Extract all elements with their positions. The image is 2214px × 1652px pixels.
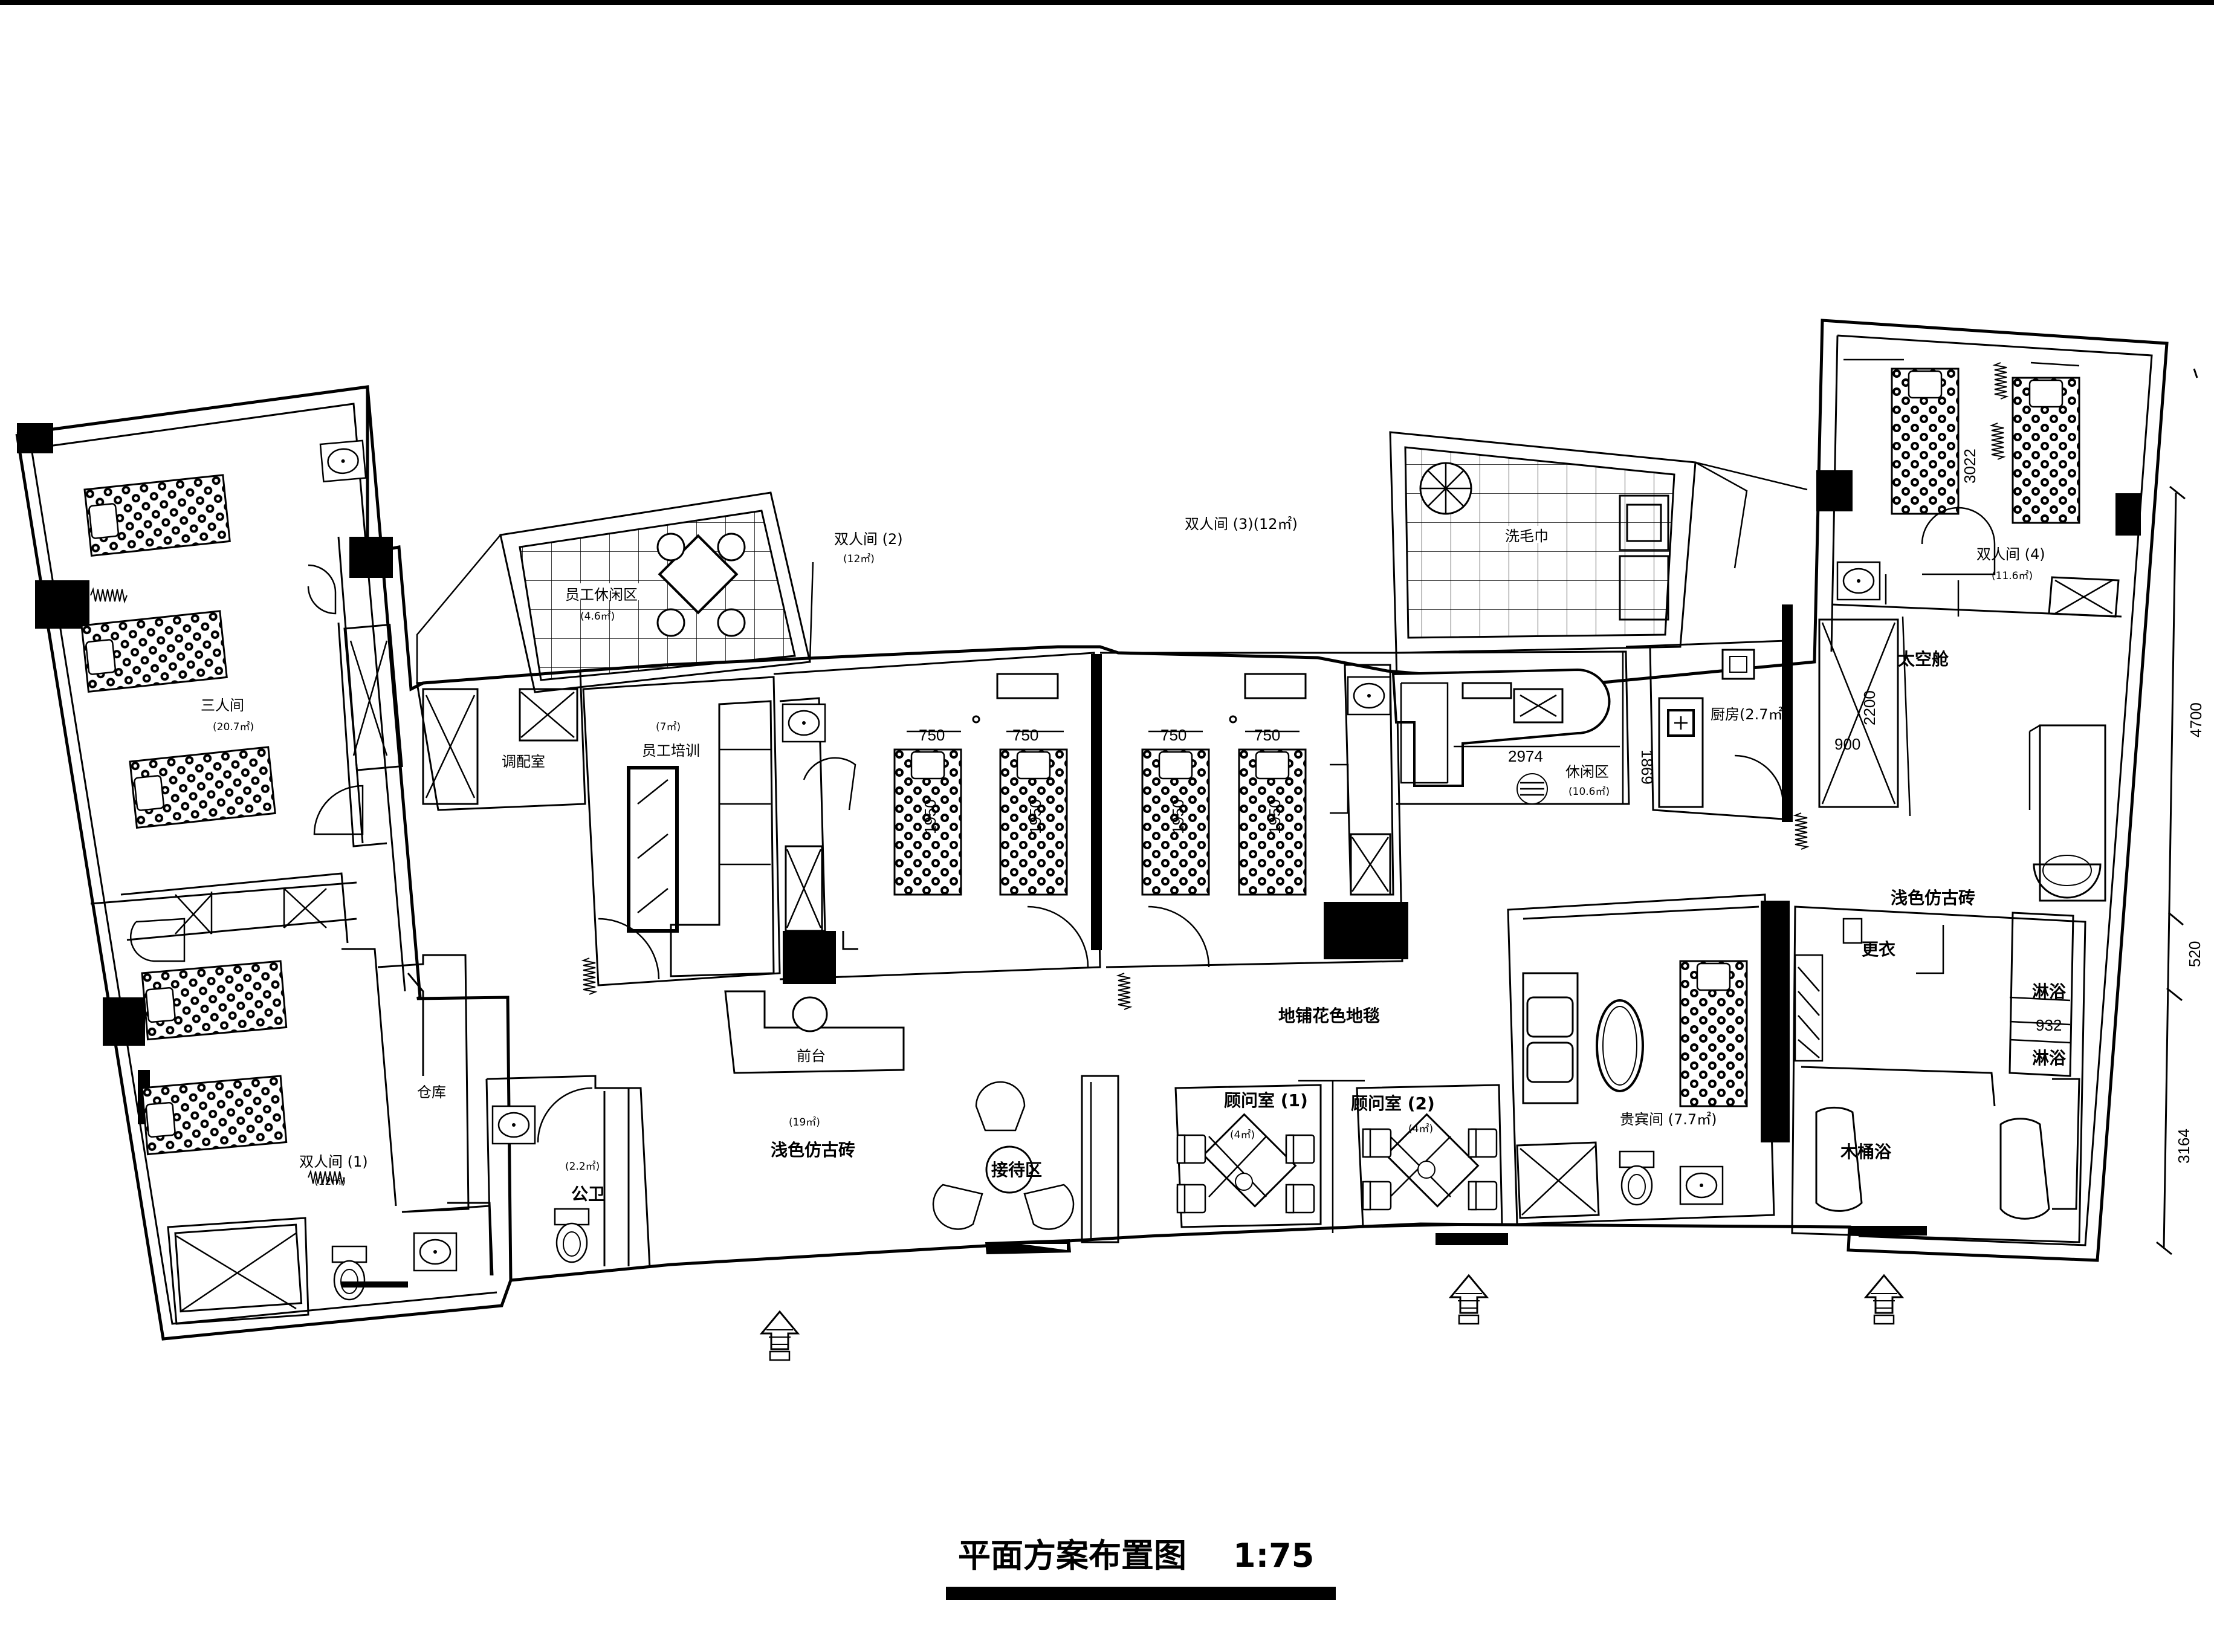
double-room-2: 双人间 (2) (12㎡) 750 750 1950 1950 bbox=[773, 531, 1101, 980]
kitchen: 厨房(2.7㎡) bbox=[1625, 640, 1788, 820]
vip-room-label: 贵宾间 (7.7㎡) bbox=[1620, 1111, 1717, 1128]
drawing-scale: 1:75 bbox=[1233, 1537, 1314, 1575]
towel-washing: 洗毛巾 bbox=[1389, 431, 1808, 654]
double-room-2-area: (12㎡) bbox=[843, 553, 875, 565]
double-room-4: 双人间 (4) (11.6㎡) 3022 bbox=[1831, 358, 2122, 618]
lounge: 2974 1869 休闲区 (10.6㎡) bbox=[1391, 650, 1656, 805]
right-floor-label: 浅色仿古砖 bbox=[1891, 888, 1975, 908]
right-fixtures bbox=[2028, 724, 2106, 902]
staff-lounge: 员工休闲区 (4.6㎡) bbox=[416, 491, 814, 693]
bed-width-3: 750 bbox=[1160, 726, 1186, 744]
carpet-label: 地铺花色地毯 bbox=[1278, 1006, 1380, 1026]
dim-low-right: 3164 bbox=[2175, 1129, 2193, 1164]
mixing-room: 调配室 bbox=[416, 670, 586, 811]
double-room-1: 双人间 (1) (12㎡) bbox=[120, 872, 408, 1325]
space-capsule: 太空舱 2200 900 bbox=[1818, 616, 1949, 817]
reception-label: 接待区 bbox=[991, 1160, 1042, 1180]
wood-bath-label: 木桶浴 bbox=[1840, 1142, 1892, 1162]
capsule-height-dim: 2200 bbox=[1860, 690, 1879, 725]
drawing-title-block: 平面方案布置图 1:75 bbox=[946, 1537, 1336, 1600]
lounge-label: 休闲区 bbox=[1565, 763, 1609, 780]
towel-washing-label: 洗毛巾 bbox=[1505, 528, 1549, 545]
lounge-width-dim: 2974 bbox=[1508, 747, 1543, 765]
dim-total-right: 4700 bbox=[2187, 702, 2205, 737]
page-top-border bbox=[0, 0, 2214, 5]
consult-room-2-area: (4㎡) bbox=[1408, 1123, 1433, 1135]
consult-room-1-area: (4㎡) bbox=[1230, 1129, 1255, 1141]
bed-width-1: 750 bbox=[919, 726, 945, 744]
public-toilet-area: (2.2㎡) bbox=[565, 1161, 600, 1173]
double-room-4-label: 双人间 (4) bbox=[1976, 546, 2045, 563]
triple-room-label: 三人间 bbox=[201, 697, 244, 714]
triple-room: 三人间 (20.7㎡) bbox=[80, 439, 403, 905]
title-underline bbox=[946, 1587, 1336, 1600]
consult-rooms: 顾问室 (1) (4㎡) 顾问室 (2) (4㎡) bbox=[1174, 1084, 1503, 1228]
staff-lounge-area: (4.6㎡) bbox=[580, 611, 615, 623]
lobby: 前台 (19㎡) 浅色仿古砖 接待区 地铺花色地毯 bbox=[583, 812, 1808, 1254]
front-desk-label: 前台 bbox=[797, 1048, 826, 1064]
bed-length-2: 1950 bbox=[1026, 799, 1044, 834]
entrance-arrow-mid bbox=[1449, 1274, 1488, 1325]
capsule-width-dim: 900 bbox=[1834, 735, 1860, 753]
double-room-4-area: (11.6㎡) bbox=[1992, 570, 2033, 582]
entrance-arrow-right bbox=[1865, 1274, 1903, 1325]
warehouse-label: 仓库 bbox=[417, 1084, 446, 1101]
bed-length-4: 1950 bbox=[1266, 799, 1284, 834]
lobby-floor-label: 浅色仿古砖 bbox=[771, 1140, 855, 1160]
bed-width-4: 750 bbox=[1254, 726, 1280, 744]
double-room-3: 双人间 (3)(12㎡) 750 750 1950 1950 bbox=[1100, 516, 1403, 968]
staff-lounge-label: 员工休闲区 bbox=[565, 586, 638, 603]
staff-training: (7㎡) 员工培训 bbox=[582, 676, 781, 986]
bed-width-2: 750 bbox=[1012, 726, 1038, 744]
double-room-1-area: (12㎡) bbox=[314, 1176, 346, 1188]
vip-room: 贵宾间 (7.7㎡) bbox=[1436, 893, 1775, 1245]
double-room-1-label: 双人间 (1) bbox=[299, 1153, 368, 1170]
drawing-title: 平面方案布置图 bbox=[958, 1537, 1186, 1575]
consult-room-1-label: 顾问室 (1) bbox=[1224, 1090, 1308, 1110]
lobby-area: (19㎡) bbox=[789, 1116, 820, 1129]
double-room-3-label: 双人间 (3)(12㎡) bbox=[1185, 516, 1298, 533]
public-toilet: (2.2㎡) 公卫 bbox=[485, 1075, 651, 1276]
public-toilet-label: 公卫 bbox=[571, 1184, 605, 1204]
warehouse: 仓库 bbox=[377, 954, 494, 1276]
kitchen-label: 厨房(2.7㎡) bbox=[1711, 706, 1788, 723]
double-room-2-label: 双人间 (2) bbox=[834, 531, 903, 548]
shower-width-dim: 932 bbox=[2036, 1016, 2062, 1034]
bed-length-3: 1950 bbox=[1169, 799, 1187, 834]
dim-mid-right: 520 bbox=[2186, 941, 2204, 967]
entrance-arrow-left bbox=[760, 1310, 799, 1361]
bath-suite: 更衣 淋浴 淋浴 932 木桶浴 浅色仿古砖 bbox=[1791, 888, 2086, 1243]
bed-length-1: 1950 bbox=[921, 799, 939, 834]
lounge-area: (10.6㎡) bbox=[1568, 786, 1610, 798]
mixing-room-label: 调配室 bbox=[502, 753, 545, 770]
right-dimension-line: 4700 520 3164 bbox=[2156, 368, 2205, 1255]
consult-room-2-label: 顾问室 (2) bbox=[1351, 1093, 1435, 1113]
dressing-label: 更衣 bbox=[1862, 939, 1895, 959]
shower-1-label: 淋浴 bbox=[2032, 982, 2067, 1002]
space-capsule-label: 太空舱 bbox=[1898, 649, 1949, 669]
room4-bed-dim: 3022 bbox=[1961, 449, 1979, 484]
triple-room-area: (20.7㎡) bbox=[213, 721, 254, 733]
staff-training-area: (7㎡) bbox=[656, 721, 681, 733]
staff-training-label: 员工培训 bbox=[642, 742, 700, 759]
shower-2-label: 淋浴 bbox=[2032, 1048, 2067, 1068]
